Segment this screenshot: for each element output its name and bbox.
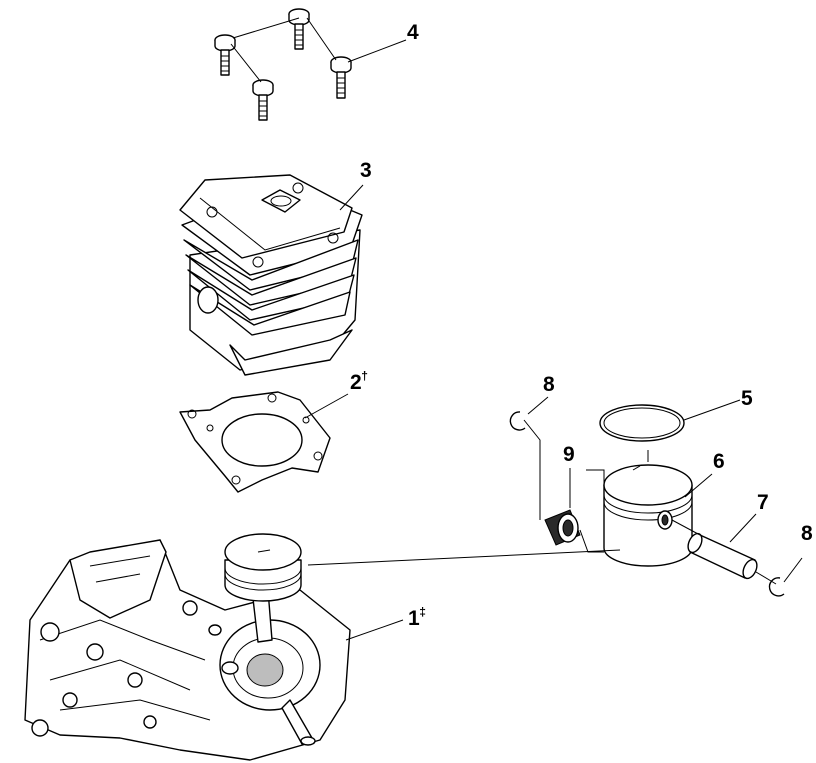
screw-icon xyxy=(252,79,274,121)
clip-icon xyxy=(768,577,785,597)
screw-icon xyxy=(214,34,236,76)
callout-4: 4 xyxy=(407,21,419,44)
callout-7: 7 xyxy=(757,491,769,514)
callout-1-mark: ‡ xyxy=(419,605,426,619)
callout-9: 9 xyxy=(563,443,575,466)
piston-ring-icon xyxy=(599,404,685,442)
screw-icon xyxy=(330,56,352,99)
engine-assembly-icon xyxy=(24,533,351,761)
gasket-icon xyxy=(179,391,331,493)
callout-1-number: 1 xyxy=(408,607,420,630)
callout-5: 5 xyxy=(741,387,753,410)
callout-3: 3 xyxy=(360,159,372,182)
cylinder-icon xyxy=(179,174,363,376)
piston-pin-icon xyxy=(687,532,758,580)
needle-bearing-icon xyxy=(544,509,581,546)
callout-2-number: 2 xyxy=(350,371,362,394)
screw-icon xyxy=(288,8,310,50)
callout-2-mark: † xyxy=(361,369,368,383)
callout-1: 1‡ xyxy=(408,605,426,630)
clip-icon xyxy=(509,411,526,431)
callout-8-clip-left: 8 xyxy=(543,373,555,396)
piston-icon xyxy=(603,464,693,567)
callout-8-clip-right: 8 xyxy=(801,522,813,545)
callout-2: 2† xyxy=(350,369,368,394)
callout-6: 6 xyxy=(713,450,725,473)
